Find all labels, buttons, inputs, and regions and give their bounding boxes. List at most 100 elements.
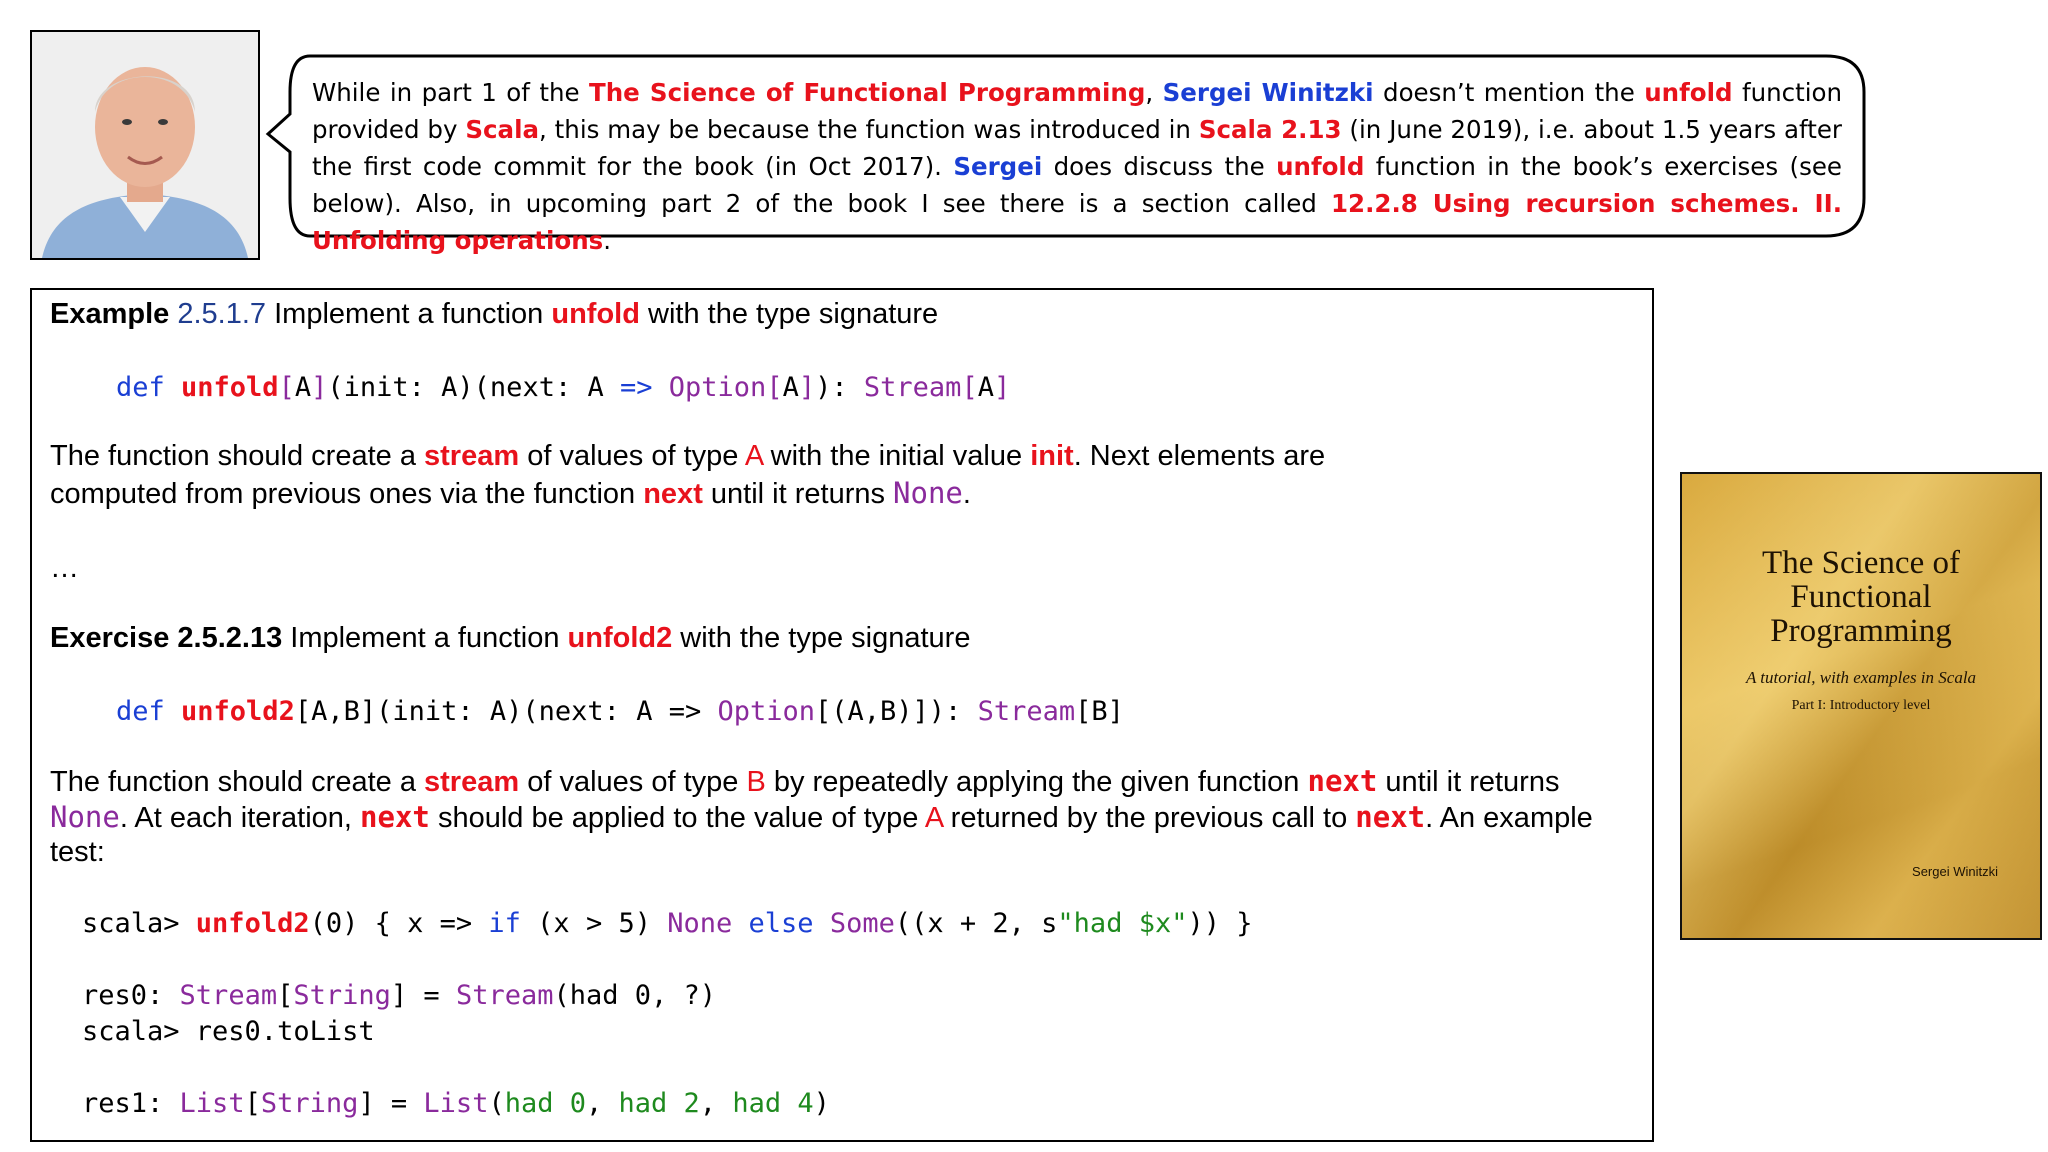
bubble-segment: , <box>1145 78 1163 107</box>
author-photo <box>30 30 260 260</box>
bubble-segment: doesn’t mention the <box>1373 78 1645 107</box>
text-segment: Stream <box>977 696 1076 727</box>
text-segment: [ <box>278 372 295 403</box>
person-illustration <box>32 32 258 258</box>
example-fname: unfold <box>551 298 640 330</box>
text-segment: A <box>744 440 763 472</box>
example-desc-line2: computed from previous ones via the func… <box>50 476 971 511</box>
bubble-segment: does discuss the <box>1042 152 1277 181</box>
text-segment: String <box>260 1088 359 1119</box>
example-label: Example <box>50 298 170 330</box>
text-segment: def <box>116 372 182 403</box>
exercise-fname: unfold2 <box>567 622 673 654</box>
text-segment: computed from previous ones via the func… <box>50 478 644 510</box>
bubble-segment: Scala 2.13 <box>1198 115 1342 144</box>
exercise-desc-line3: test: <box>50 836 105 868</box>
text-segment: if <box>488 908 521 939</box>
text-segment: Option <box>668 372 767 403</box>
text-segment: next <box>643 478 703 510</box>
text-segment: by repeatedly applying the given functio… <box>765 766 1308 798</box>
text-segment: (0) { x => <box>309 908 489 939</box>
text-segment: [ <box>277 980 294 1011</box>
text-segment: had 0 <box>504 1088 586 1119</box>
text-segment <box>732 908 748 939</box>
text-segment: B <box>746 766 766 798</box>
text-segment: returned by the previous call to <box>942 802 1356 834</box>
text-segment: [ <box>766 372 783 403</box>
text-segment: [B] <box>1075 696 1124 727</box>
text-segment: [(A,B)]): <box>815 696 978 727</box>
text-segment: String <box>293 980 391 1011</box>
text-segment: else <box>748 908 814 939</box>
text-segment: ] <box>798 372 816 403</box>
book-author: Sergei Winitzki <box>1912 864 1998 879</box>
text-segment: unfold2 <box>195 908 310 939</box>
bubble-segment: Sergei Winitzki <box>1162 78 1374 107</box>
code-line-res1: res1: List[String] = List(had 0, had 2, … <box>82 1088 830 1119</box>
example-heading: Example 2.5.1.7 Implement a function unf… <box>50 298 938 331</box>
exercise-intro: Implement a function <box>282 622 568 654</box>
exercise-outro: with the type signature <box>672 622 971 654</box>
text-segment: ( <box>488 1088 505 1119</box>
text-segment: , <box>586 1088 619 1119</box>
text-segment: until it returns <box>1377 766 1560 798</box>
text-segment <box>814 908 830 939</box>
text-segment: Some <box>829 908 895 939</box>
bubble-segment: (in June 2019), i.e. about 1.5 years aft… <box>312 115 1842 181</box>
text-segment: The function should create a <box>50 440 425 472</box>
text-segment: Stream <box>455 980 554 1011</box>
text-segment: List <box>179 1088 245 1119</box>
bubble-segment: unfold <box>1276 152 1365 181</box>
text-segment: List <box>423 1088 489 1119</box>
text-segment: )) } <box>1187 908 1253 939</box>
text-segment: None <box>667 908 733 939</box>
text-segment: until it returns <box>702 478 894 510</box>
example-desc-line1: The function should create a stream of v… <box>50 440 1325 473</box>
text-segment: of values of type <box>519 766 747 798</box>
text-segment: ((x + 2, s <box>894 908 1058 939</box>
text-segment: had 2 <box>618 1088 700 1119</box>
exercise-desc-line1: The function should create a stream of v… <box>50 764 1559 799</box>
exercise-label: Exercise 2.5.2.13 <box>50 622 283 654</box>
text-segment: ] <box>993 372 1011 403</box>
book-part: Part I: Introductory level <box>1791 698 1931 713</box>
text-segment: def <box>116 696 182 727</box>
text-segment: Stream <box>179 980 278 1011</box>
text-segment: A <box>294 372 312 403</box>
text-segment: ] = <box>390 980 456 1011</box>
code-line-scala-call: scala> unfold2(0) { x => if (x > 5) None… <box>82 908 1253 939</box>
text-segment: scala> <box>82 908 196 939</box>
text-segment: stream <box>424 766 520 798</box>
bubble-segment: Sergei <box>953 152 1043 181</box>
text-segment: None <box>50 800 120 834</box>
bubble-segment: While in part 1 of the <box>312 78 589 107</box>
ellipsis: … <box>50 552 79 584</box>
text-segment: stream <box>424 440 520 472</box>
text-segment: Option <box>717 696 816 727</box>
text-segment: init <box>1030 440 1074 472</box>
text-segment: (x > 5) <box>520 908 668 939</box>
example-intro: Implement a function <box>266 298 552 330</box>
text-segment: A <box>977 372 994 403</box>
bubble-segment: Scala <box>465 115 540 144</box>
bubble-segment: 12.2.8 Using recursion schemes. II. Unfo… <box>312 189 1843 255</box>
text-segment: should be applied to the value of type <box>429 802 925 834</box>
text-segment: res1: <box>82 1088 180 1119</box>
text-segment: . <box>962 478 971 510</box>
book-title-line3: Programming <box>1770 613 1952 649</box>
bubble-text: While in part 1 of the The Science of Fu… <box>312 74 1842 259</box>
exercise-heading: Exercise 2.5.2.13 Implement a function u… <box>50 622 970 655</box>
text-segment: next <box>360 800 430 834</box>
text-segment: (init: A)(next: A <box>327 372 620 403</box>
text-segment: A <box>924 802 943 834</box>
bubble-segment: . <box>603 226 612 255</box>
text-segment: ) <box>813 1088 830 1119</box>
text-segment: (had 0, ?) <box>553 980 717 1011</box>
text-segment: None <box>893 476 963 510</box>
text-segment: unfold <box>181 372 279 403</box>
text-segment: ] = <box>358 1088 424 1119</box>
text-segment: . An example <box>1425 802 1593 834</box>
text-segment: next <box>1355 800 1426 834</box>
book-title-line1: The Science of <box>1762 545 1960 581</box>
text-segment <box>653 372 669 403</box>
